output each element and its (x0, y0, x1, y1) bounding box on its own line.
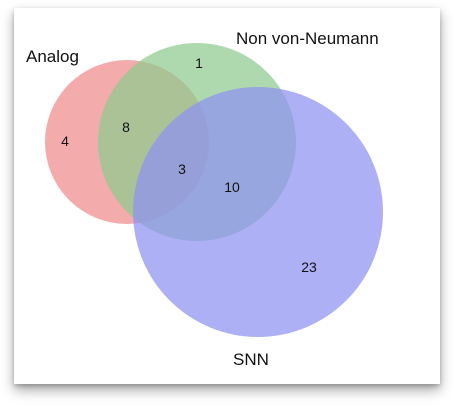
circle-snn (133, 87, 383, 337)
count-all-three: 3 (178, 161, 186, 177)
label-analog: Analog (26, 47, 79, 66)
count-analog-nvn: 8 (122, 119, 130, 135)
count-nvn-snn: 10 (224, 179, 240, 195)
label-snn: SNN (233, 350, 269, 369)
count-analog-only: 4 (61, 133, 69, 149)
count-nvn-only: 1 (195, 55, 203, 71)
count-snn-only: 23 (301, 259, 317, 275)
label-non-von-neumann: Non von-Neumann (236, 29, 379, 48)
